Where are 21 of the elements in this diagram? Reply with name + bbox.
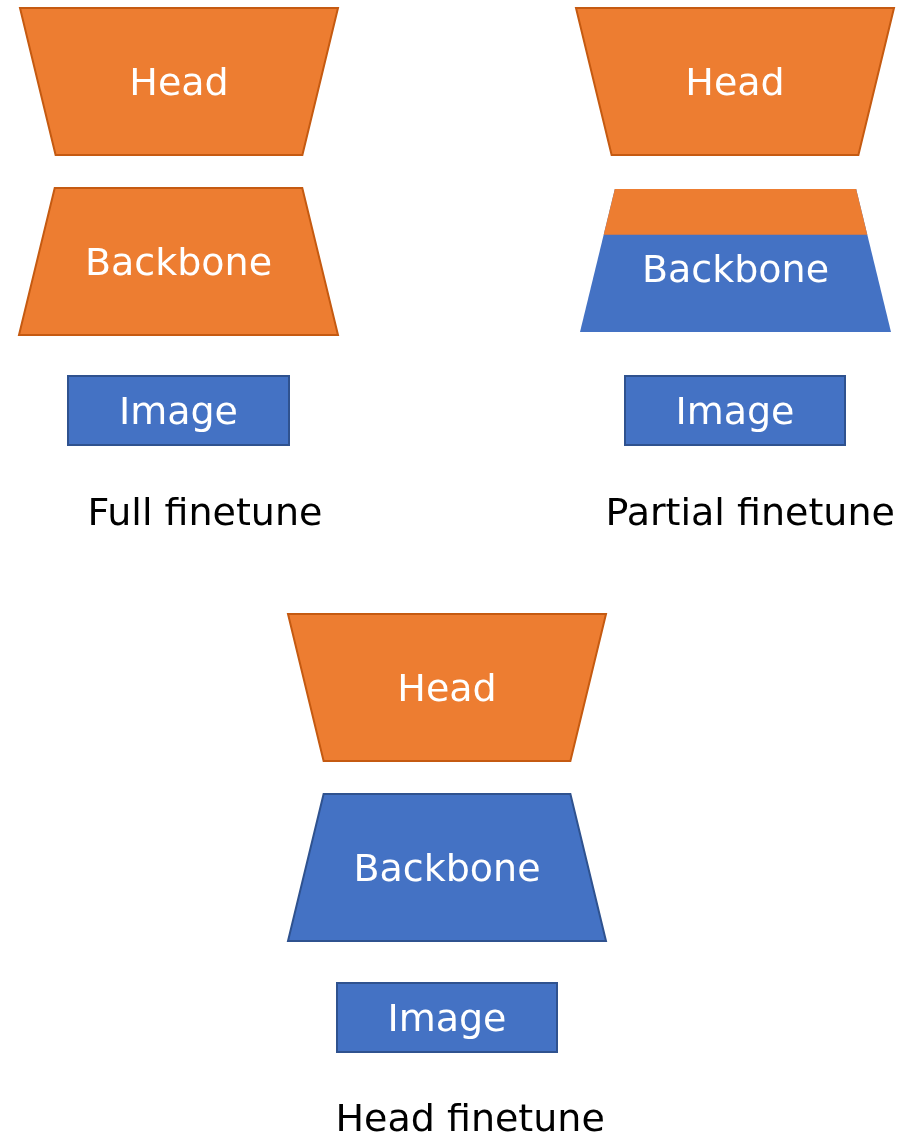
backbone-label: Backbone bbox=[640, 246, 831, 294]
backbone-trapezoid bbox=[288, 794, 606, 941]
caption: Head finetune bbox=[335, 1096, 605, 1140]
head-label: Head bbox=[396, 664, 498, 712]
image-box bbox=[337, 983, 557, 1052]
head-trapezoid bbox=[288, 614, 606, 761]
image-label: Image bbox=[118, 387, 239, 435]
backbone-label: Backbone bbox=[83, 238, 274, 286]
head-label: Head bbox=[684, 58, 786, 106]
backbone-label: Backbone bbox=[352, 844, 542, 892]
caption: Full finetune bbox=[87, 490, 323, 534]
backbone-trapezoid bbox=[19, 188, 338, 335]
caption: Partial finetune bbox=[605, 490, 895, 534]
head-trapezoid bbox=[576, 8, 894, 155]
image-label: Image bbox=[674, 387, 796, 435]
head-trapezoid bbox=[20, 8, 338, 155]
image-box bbox=[625, 376, 845, 445]
image-label: Image bbox=[386, 994, 508, 1042]
image-box bbox=[68, 376, 289, 445]
head-label: Head bbox=[128, 58, 230, 106]
backbone-trapezoid bbox=[580, 189, 891, 332]
